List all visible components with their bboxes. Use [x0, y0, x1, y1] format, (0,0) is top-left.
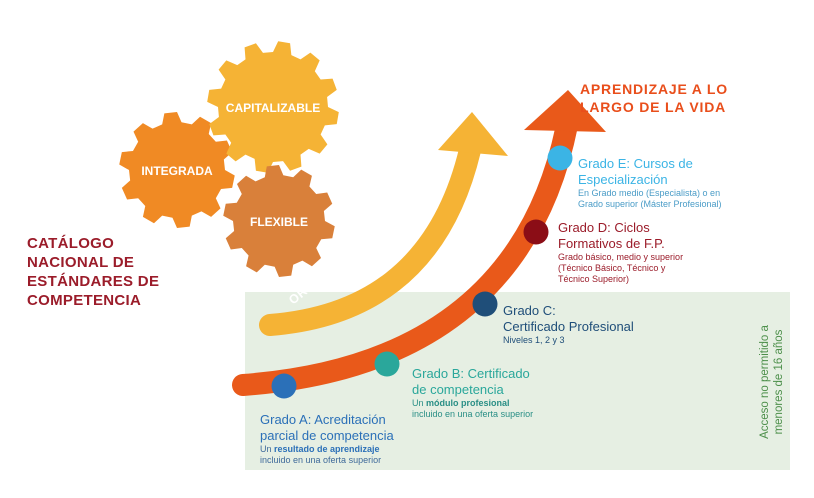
- lifelong-learning-title: APRENDIZAJE A LO LARGO DE LA VIDA: [580, 80, 728, 116]
- grade-e-desc-line: Grado superior (Máster Profesional): [578, 199, 722, 209]
- gear-flexible: FLEXIBLE: [223, 165, 335, 277]
- grade-c-title: Grado C: Certificado Profesional: [503, 303, 634, 335]
- gear-flexible-shape: [223, 165, 335, 277]
- grade-a-desc-line: Un resultado de aprendizaje: [260, 444, 394, 455]
- grade-d-desc-line: Técnico Superior): [558, 274, 630, 284]
- gear-integrada-label: INTEGRADA: [141, 164, 213, 178]
- grade-a-desc-emphasis: resultado de aprendizaje: [274, 444, 380, 454]
- grade-e-description: En Grado medio (Especialista) o en Grado…: [578, 188, 722, 210]
- grade-e-title: Grado E: Cursos de Especialización: [578, 156, 722, 188]
- catalog-title: CATÁLOGO NACIONAL DE ESTÁNDARES DE COMPE…: [27, 234, 159, 310]
- grade-c-title-line: Grado C:: [503, 303, 556, 318]
- lifelong-title-line: LARGO DE LA VIDA: [580, 99, 727, 115]
- grade-d-desc-line: (Técnico Básico, Técnico y: [558, 263, 666, 273]
- grade-d-block: Grado D: Ciclos Formativos de F.P. Grado…: [558, 220, 683, 285]
- lifelong-arrow-shaft: [232, 109, 579, 396]
- grade-a-desc-prefix: Un: [260, 444, 272, 454]
- grade-c-block: Grado C: Certificado Profesional Niveles…: [503, 303, 634, 346]
- grade-e-desc-line: En Grado medio (Especialista) o en: [578, 188, 721, 198]
- grade-b-desc-line: incluido en una oferta superior: [412, 409, 534, 419]
- grade-c-desc-line: Niveles 1, 2 y 3: [503, 335, 565, 345]
- grade-d-title: Grado D: Ciclos Formativos de F.P.: [558, 220, 683, 252]
- grade-c-description: Niveles 1, 2 y 3: [503, 335, 634, 346]
- grade-a-description: Un resultado de aprendizaje incluido en …: [260, 444, 394, 466]
- grade-b-desc-line: Un módulo profesional: [412, 398, 533, 409]
- orientation-arrow-shaft: [259, 139, 481, 336]
- grade-e-title-line: Especialización: [578, 172, 668, 187]
- grade-a-marker: [271, 373, 297, 399]
- grade-a-block: Grado A: Acreditación parcial de compete…: [260, 412, 394, 466]
- grade-d-title-line: Grado D: Ciclos: [558, 220, 650, 235]
- grade-a-title-line: Grado A: Acreditación: [260, 412, 386, 427]
- gear-capitalizable-label: CAPITALIZABLE: [226, 101, 320, 115]
- catalog-title-line: CATÁLOGO: [27, 235, 115, 252]
- grade-a-desc-line: incluido en una oferta superior: [260, 455, 382, 465]
- grade-e-marker: [547, 145, 573, 171]
- grade-b-block: Grado B: Certificado de competencia Un m…: [412, 366, 533, 420]
- grade-c-title-line: Certificado Profesional: [503, 319, 634, 334]
- grade-e-title-line: Grado E: Cursos de: [578, 156, 693, 171]
- gear-integrada: INTEGRADA: [119, 112, 235, 228]
- gear-flexible-label: FLEXIBLE: [250, 215, 308, 229]
- grade-c-marker: [472, 291, 498, 317]
- gear-capitalizable-shape: [207, 41, 339, 173]
- catalog-title-line: ESTÁNDARES DE: [27, 273, 160, 290]
- lifelong-title-line: APRENDIZAJE A LO: [580, 81, 728, 97]
- grade-a-title-line: parcial de competencia: [260, 428, 394, 443]
- orientation-arrow-head: [438, 112, 508, 156]
- grade-b-title: Grado B: Certificado de competencia: [412, 366, 533, 398]
- grade-e-block: Grado E: Cursos de Especialización En Gr…: [578, 156, 722, 210]
- gear-integrada-shape: [119, 112, 235, 228]
- grade-d-description: Grado básico, medio y superior (Técnico …: [558, 252, 683, 285]
- gear-capitalizable: CAPITALIZABLE: [207, 41, 339, 173]
- grade-a-title: Grado A: Acreditación parcial de compete…: [260, 412, 394, 444]
- grade-b-title-line: de competencia: [412, 382, 504, 397]
- catalog-title-line: NACIONAL DE: [27, 254, 135, 271]
- grade-b-desc-prefix: Un: [412, 398, 424, 408]
- grade-b-description: Un módulo profesional incluido en una of…: [412, 398, 533, 420]
- grade-b-title-line: Grado B: Certificado: [412, 366, 530, 381]
- catalog-title-line: COMPETENCIA: [27, 292, 142, 309]
- grade-b-desc-emphasis: módulo profesional: [426, 398, 510, 408]
- grade-d-desc-line: Grado básico, medio y superior: [558, 252, 684, 262]
- age-notice: Acceso no permitido a menores de 16 años: [759, 325, 785, 439]
- grade-d-title-line: Formativos de F.P.: [558, 236, 665, 251]
- age-notice-line-1: Acceso no permitido a: [759, 325, 771, 439]
- grade-b-marker: [374, 351, 400, 377]
- background-panel: [245, 292, 790, 470]
- lifelong-arrow-head: [524, 90, 606, 132]
- grade-d-marker: [523, 219, 549, 245]
- age-notice-line-2: menores de 16 años: [773, 329, 785, 434]
